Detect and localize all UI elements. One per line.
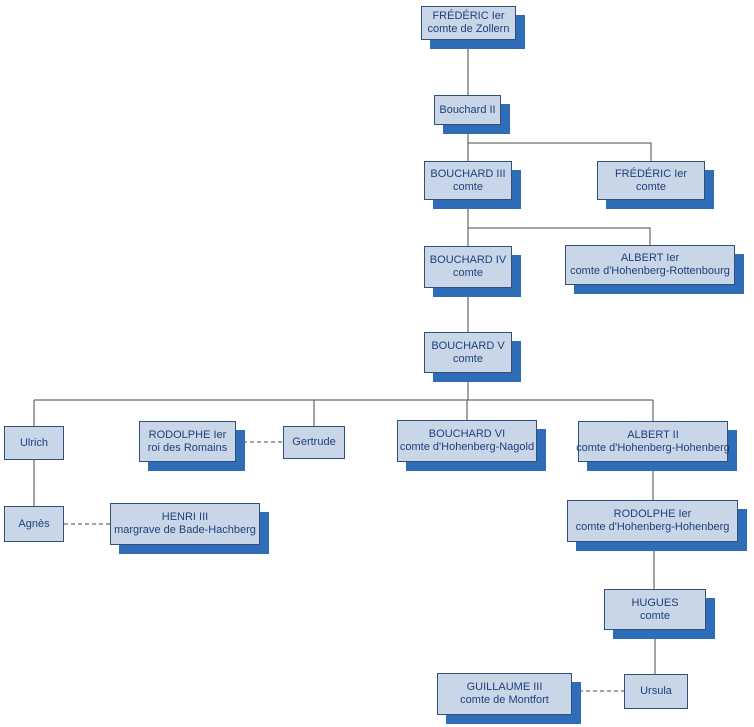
person-title: comte [453, 267, 483, 279]
person-name: BOUCHARD III [430, 167, 506, 180]
person-title: roi des Romains [147, 441, 228, 454]
person-name: ALBERT Ier [620, 252, 680, 264]
person-name: ALBERT II [627, 428, 679, 441]
person-title: comte [640, 609, 670, 622]
person-name: FRÉDÉRIC Ier [614, 167, 688, 180]
person-title: comte [453, 352, 483, 365]
person-title: comte d'Hohenberg-Hohenberg [576, 441, 730, 454]
person-node-ursula[interactable]: Ursula [624, 674, 688, 709]
person-title: margrave de Bade-Hachberg [114, 524, 256, 536]
person-title: comte de Zollern [427, 23, 510, 35]
person-name: BOUCHARD V [431, 339, 505, 352]
person-name: HUGUES [631, 596, 679, 609]
person-name: Gertrude [292, 436, 336, 448]
person-node-gertrude[interactable]: Gertrude [283, 426, 345, 459]
person-name: RODOLPHE Ier [148, 428, 227, 441]
person-node-bouchard-2[interactable]: Bouchard II [434, 95, 501, 125]
person-name: GUILLAUME III [466, 681, 543, 693]
person-title: comte de Montfort [460, 694, 549, 706]
person-name: BOUCHARD VI [428, 428, 506, 440]
person-title: comte d'Hohenberg-Nagold [399, 441, 535, 453]
person-name: Agnès [18, 517, 50, 530]
person-title: comte [636, 180, 666, 193]
person-node-ulrich[interactable]: Ulrich [4, 426, 64, 460]
person-title: comte d'Hohenberg-Hohenberg [575, 521, 730, 533]
person-title: comte d'Hohenberg-Rottenbourg [570, 265, 730, 277]
person-name: Ursula [640, 685, 672, 697]
person-name: FRÉDÉRIC Ier [432, 10, 505, 22]
person-name: Bouchard II [439, 103, 496, 116]
person-title: comte [453, 180, 483, 193]
person-name: Ulrich [19, 436, 49, 449]
person-node-agnes[interactable]: Agnès [4, 506, 64, 542]
descent-connector-line [468, 227, 651, 245]
person-name: BOUCHARD IV [429, 254, 507, 266]
descent-connector-line [468, 142, 652, 161]
person-name: HENRI III [161, 511, 209, 523]
person-name: RODOLPHE Ier [613, 508, 692, 520]
